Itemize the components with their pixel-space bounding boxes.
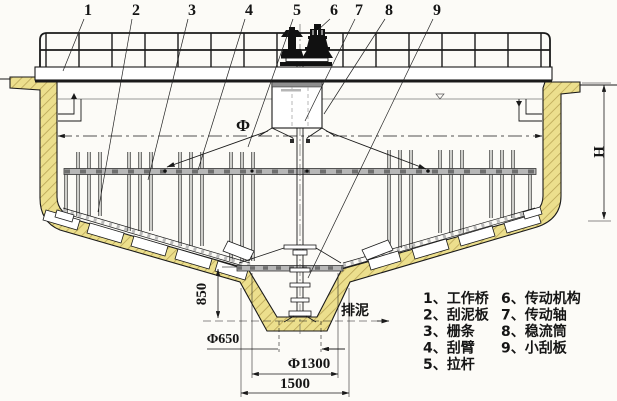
drive-motor xyxy=(302,24,333,58)
dim-850-label: 850 xyxy=(194,283,210,306)
bridge-deck xyxy=(34,66,553,81)
scraper-plates-left xyxy=(42,209,255,281)
callout-number-4: 4 xyxy=(245,2,253,19)
legend-item-3: 3、栅条 xyxy=(423,323,476,340)
callout-number-5: 5 xyxy=(293,2,301,19)
small-scraper-assembly xyxy=(238,244,342,323)
dim-hopper-top: Φ1300 xyxy=(251,273,339,378)
callout-leader-8 xyxy=(323,18,386,115)
end-plate-left xyxy=(54,209,75,223)
dim-1500-label: 1500 xyxy=(280,376,310,392)
legend-item-7: 7、传动轴 xyxy=(501,307,567,324)
callout-leader-1 xyxy=(62,18,85,72)
effluent-pipe-right xyxy=(516,99,542,122)
drive-turntable xyxy=(281,27,303,59)
dim-height: H xyxy=(582,82,611,222)
lower-chord-left xyxy=(62,207,251,269)
callout-leader-6 xyxy=(317,18,331,31)
callout-leader-5 xyxy=(247,18,294,148)
grid-bars-right xyxy=(387,150,515,248)
sludge-discharge-label: 排泥 xyxy=(341,302,369,319)
callout-number-7: 7 xyxy=(355,2,363,19)
callout-number-3: 3 xyxy=(188,2,196,19)
legend-item-2: 2、刮泥板 xyxy=(423,307,490,324)
drive-base-plate xyxy=(280,62,332,66)
callout-number-9: 9 xyxy=(433,2,441,19)
legend-item-4: 4、刮臂 xyxy=(423,340,475,357)
dim-hopper-bottom: Φ650 xyxy=(207,321,345,352)
water-level-symbol xyxy=(435,93,445,100)
callout-leaders xyxy=(62,18,434,279)
stilling-well xyxy=(271,81,323,129)
dim-diameter: Φ xyxy=(57,116,543,139)
legend-item-8: 8、稳流筒 xyxy=(501,323,567,340)
callout-number-6: 6 xyxy=(330,2,338,19)
callout-number-2: 2 xyxy=(132,2,140,19)
dim-hopper-depth: 850 xyxy=(194,266,237,319)
legend-item-9: 9、小刮板 xyxy=(501,340,568,357)
dim-phi-label: Φ xyxy=(236,116,250,135)
callout-numbers: 1 2 3 4 5 6 7 8 9 xyxy=(84,2,441,19)
dim-hopper-outer: 1500 xyxy=(240,288,350,397)
callout-number-8: 8 xyxy=(385,2,393,19)
callout-leader-3 xyxy=(147,18,189,181)
callout-number-1: 1 xyxy=(84,2,92,19)
dim-h-label: H xyxy=(590,146,606,158)
end-post-left xyxy=(64,172,68,215)
legend-item-6: 6、传动机构 xyxy=(501,290,581,307)
effluent-pipe-left xyxy=(58,93,82,122)
grid-bars-left xyxy=(76,152,255,261)
dim-1300-label: Φ1300 xyxy=(288,356,330,372)
drive-mechanism xyxy=(280,24,333,66)
callout-leader-2 xyxy=(97,18,133,213)
dim-650-label: Φ650 xyxy=(207,332,240,347)
sludge-discharge: 排泥 xyxy=(341,302,390,324)
legend-item-5: 5、拉杆 xyxy=(423,356,475,373)
legend-item-1: 1、工作桥 xyxy=(423,290,490,307)
callout-leader-7 xyxy=(304,18,356,122)
end-post-right xyxy=(528,171,532,213)
callout-leader-9 xyxy=(307,18,434,279)
scraper-plates-right xyxy=(361,212,542,271)
legend: 1、工作桥 2、刮泥板 3、栅条 4、刮臂 5、拉杆 6、传动机构 7、传动轴 … xyxy=(423,290,581,373)
arm-joints xyxy=(163,169,430,173)
drive-base-frame xyxy=(285,57,329,62)
end-plate-right xyxy=(522,206,543,220)
callout-leader-4 xyxy=(197,18,246,171)
